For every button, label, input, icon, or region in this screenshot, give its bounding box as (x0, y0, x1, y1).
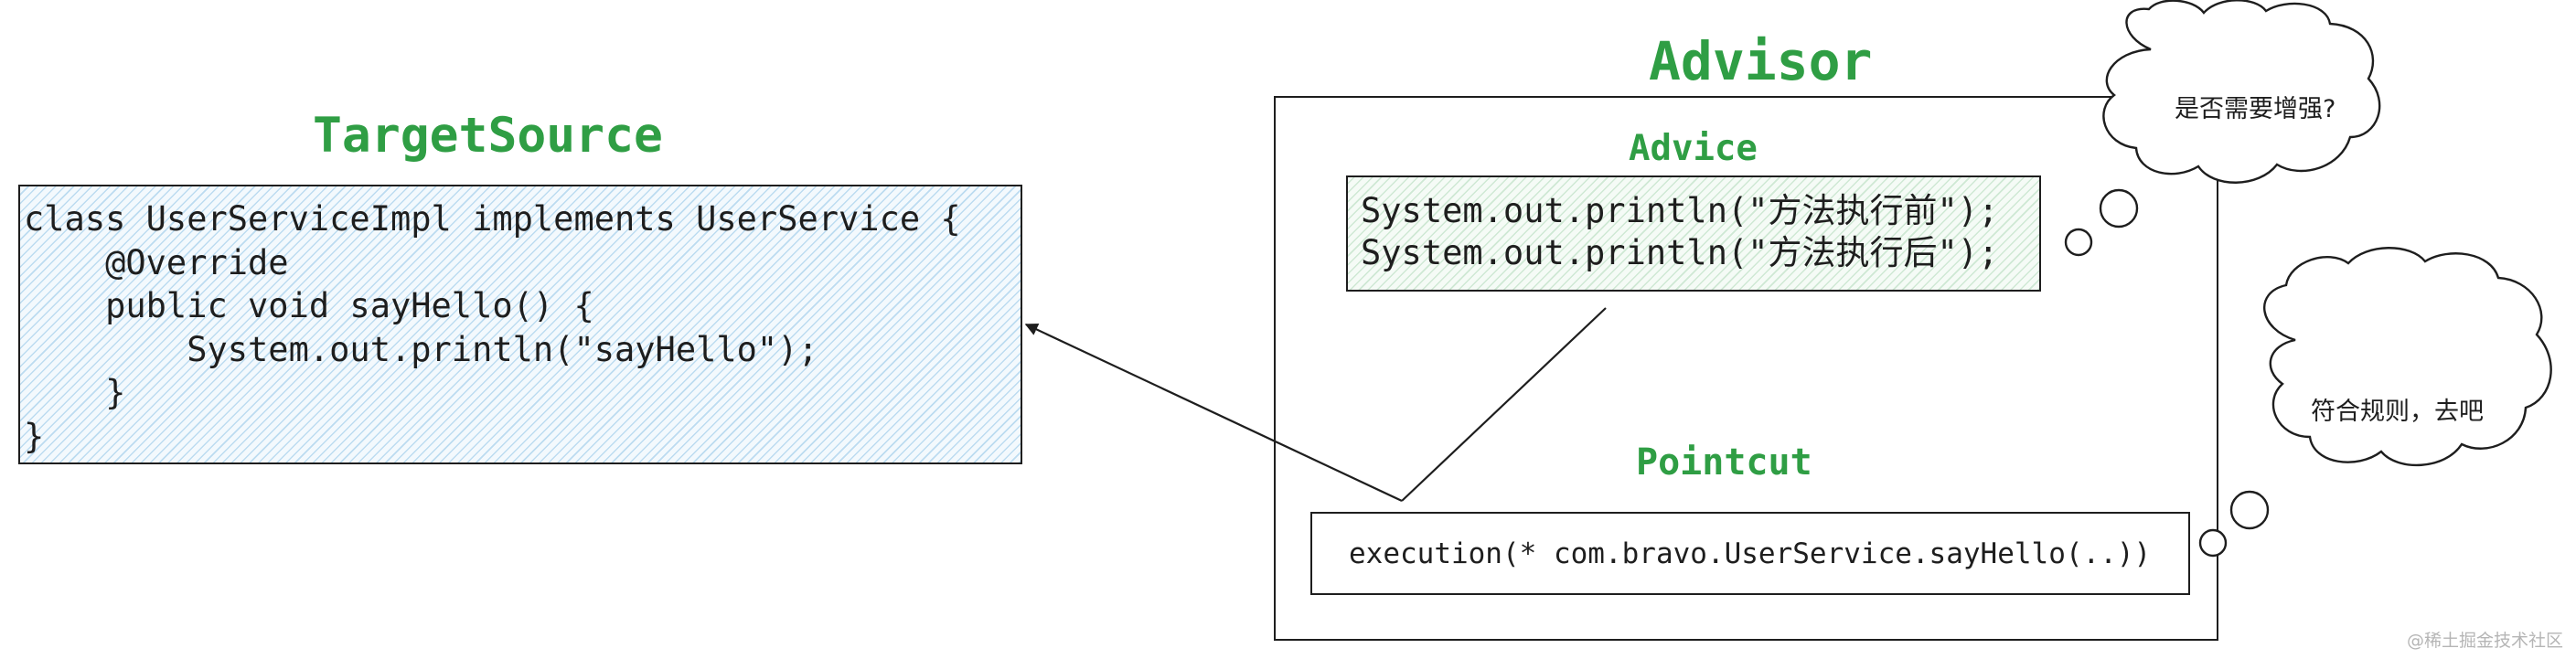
answer-cloud (2262, 247, 2552, 467)
target-source-title: TargetSource (313, 108, 663, 164)
target-source-box: class UserServiceImpl implements UserSer… (18, 185, 1022, 464)
pointcut-title: Pointcut (1636, 441, 1812, 484)
question-bubble-text: 是否需要增强? (2175, 95, 2336, 123)
advisor-title: Advisor (1649, 30, 1873, 92)
advice-box: System.out.println("方法执行前"); System.out.… (1346, 175, 2041, 292)
answer-cloud-dot-large (2229, 490, 2270, 530)
question-cloud-dot-large (2099, 188, 2139, 229)
pointcut-box: execution(* com.bravo.UserService.sayHel… (1310, 512, 2190, 595)
pointcut-to-target-arrow (1024, 324, 1403, 502)
watermark: @稀土掘金技术社区 (2406, 631, 2563, 651)
advice-title: Advice (1629, 128, 1758, 169)
question-cloud-dot-small (2064, 228, 2093, 257)
advice-code: System.out.println("方法执行前"); System.out.… (1361, 191, 1999, 272)
answer-bubble-text: 符合规则，去吧 (2311, 398, 2484, 426)
target-source-code: class UserServiceImpl implements UserSer… (24, 199, 961, 456)
answer-cloud-dot-small (2198, 528, 2228, 558)
advisor-frame (1274, 96, 2218, 641)
advice-to-pointcut-connector (1401, 307, 1607, 502)
question-cloud (2102, 0, 2381, 184)
pointcut-expression: execution(* com.bravo.UserService.sayHel… (1349, 537, 2152, 570)
